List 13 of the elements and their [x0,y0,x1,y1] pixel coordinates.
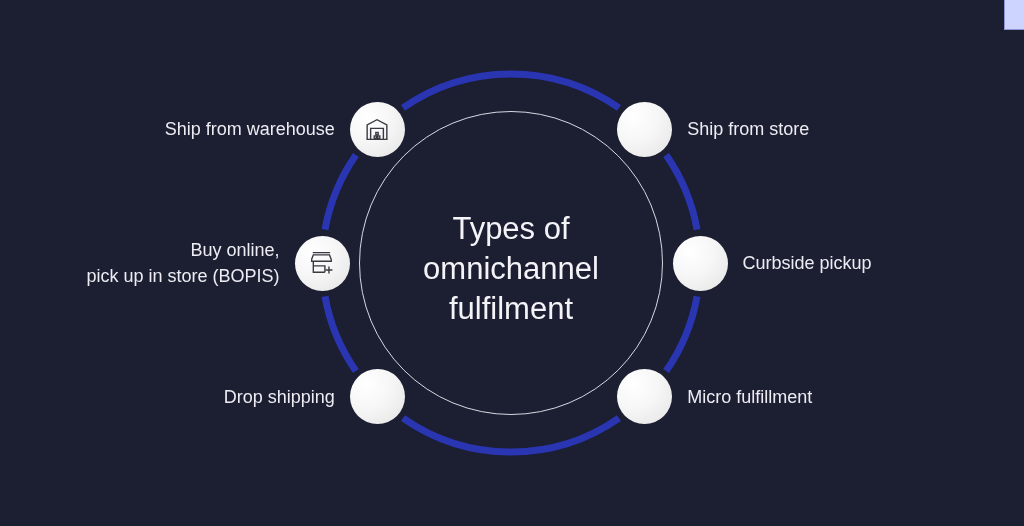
node-label: Micro fulfillment [687,385,813,409]
ring-arc [663,153,701,231]
ring-arc [321,153,359,231]
ring-arc [321,295,359,373]
node-label: Buy online, pick up in store (BOPIS) [86,239,280,288]
node-label: Drop shipping [223,385,335,409]
center-title: Types of omnichannel fulfilment [422,210,600,328]
node-label: Curbside pickup [742,252,872,275]
node-label: Ship from warehouse [164,118,335,142]
ring-arc [401,415,621,456]
ring-arc [663,295,701,373]
ring-arc [401,70,621,111]
node-label: Ship from store [687,118,810,142]
